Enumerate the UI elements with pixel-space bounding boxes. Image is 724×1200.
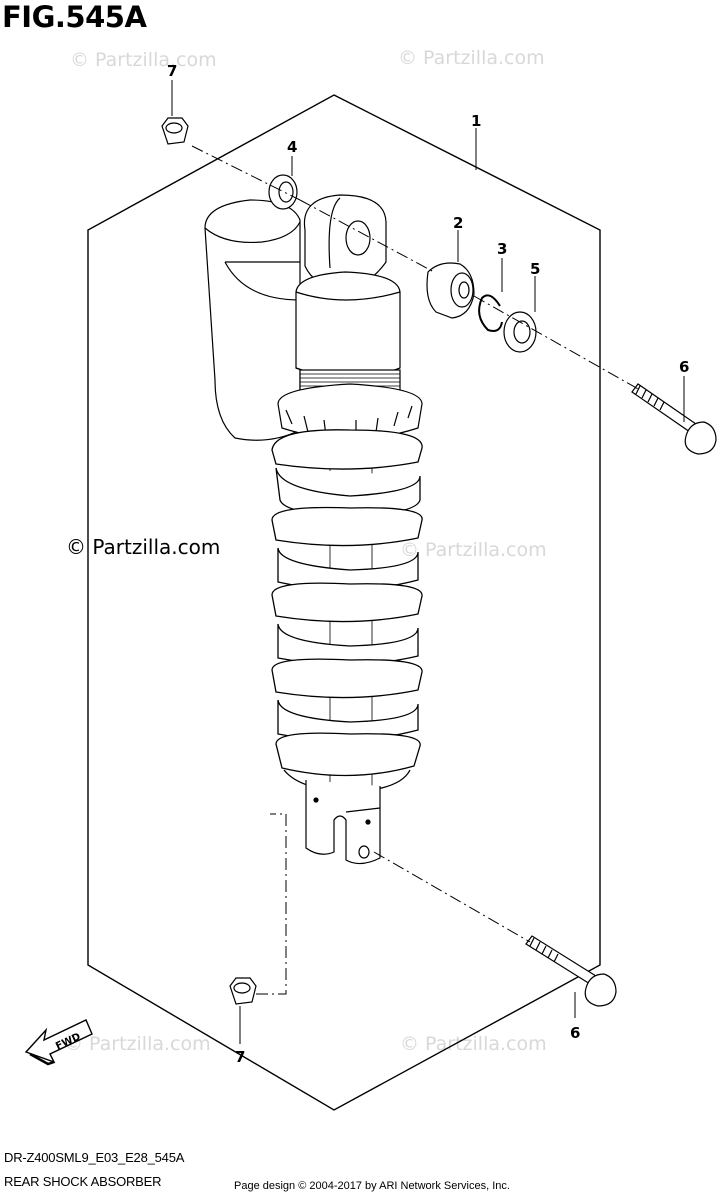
callout-7-top: 7 — [167, 62, 177, 80]
shock-body — [295, 194, 401, 379]
watermark: © Partzilla.com — [64, 1033, 211, 1055]
bolt-part-6-bottom — [525, 935, 617, 1007]
watermark: © Partzilla.com — [398, 47, 545, 69]
spring-seat — [277, 383, 423, 440]
callout-2: 2 — [453, 214, 463, 232]
callout-1: 1 — [471, 112, 481, 130]
callout-7-bottom: 7 — [235, 1048, 245, 1066]
assembly-boundary — [87, 94, 601, 1111]
nut-part-7-bottom — [229, 977, 257, 1005]
seal-part-5 — [503, 311, 537, 353]
lower-clevis — [305, 780, 381, 865]
callout-3: 3 — [497, 240, 507, 258]
watermark-group: © Partzilla.com © Partzilla.com © Partzi… — [64, 47, 547, 1055]
callout-6-bottom: 6 — [570, 1024, 580, 1042]
callout-labels: 1 2 3 4 5 6 6 7 7 — [167, 62, 689, 1066]
callout-5: 5 — [530, 260, 540, 278]
bolt-part-6-top — [631, 383, 717, 455]
coil-spring — [271, 429, 423, 793]
watermark: © Partzilla.com — [70, 49, 217, 71]
watermark: © Partzilla.com — [400, 1033, 547, 1055]
assembly-centerlines — [191, 145, 641, 995]
leader-lines — [171, 80, 685, 1044]
watermark-dark: © Partzilla.com — [66, 535, 220, 559]
diagram-name: REAR SHOCK ABSORBER — [4, 1174, 162, 1189]
figure-title: FIG.545A — [2, 0, 147, 34]
nut-part-7-top — [161, 117, 189, 145]
washer-part-4 — [268, 174, 298, 210]
watermark: © Partzilla.com — [400, 539, 547, 561]
bushing-part-2 — [426, 262, 475, 319]
circlip-part-3 — [478, 294, 503, 332]
page-credit: Page design © 2004-2017 by ARI Network S… — [234, 1180, 510, 1192]
callout-4: 4 — [287, 138, 297, 156]
callout-6-top: 6 — [679, 358, 689, 376]
model-code: DR-Z400SML9_E03_E28_545A — [4, 1150, 185, 1165]
